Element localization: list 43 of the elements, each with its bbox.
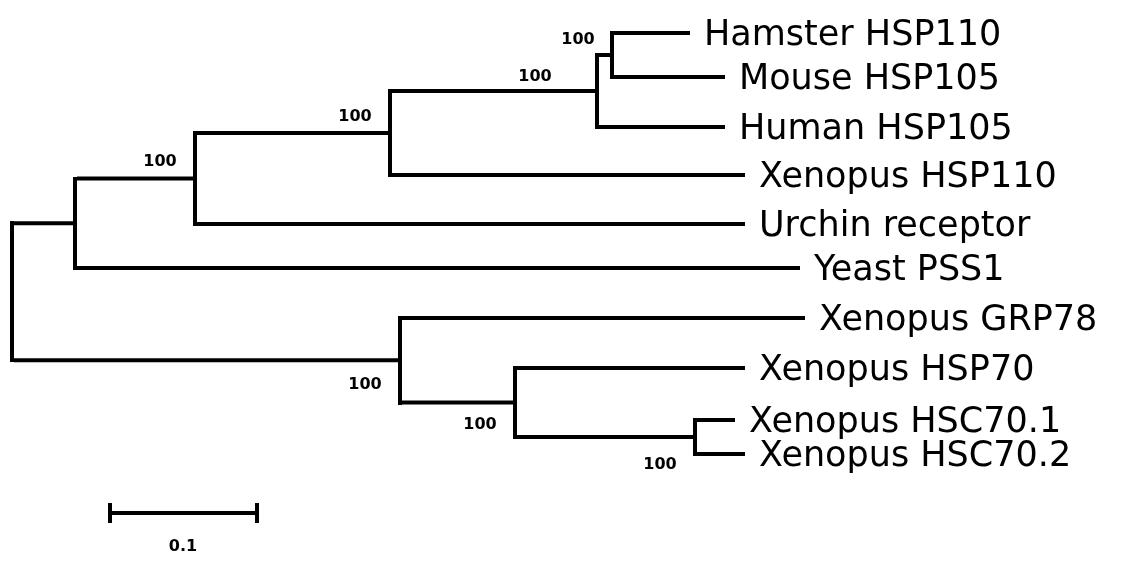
scale-label: 0.1 [168,535,198,555]
tree-branch [517,435,693,439]
tree-branch [614,75,725,79]
bootstrap-value: 100 [338,105,372,125]
branch-node [610,31,614,79]
branch-node [10,221,14,363]
tree-branch [14,221,73,226]
tree-branch [197,131,388,135]
branch-node [193,131,197,226]
taxon-label: Hamster HSP110 [690,11,1002,55]
tree-branch [197,222,745,226]
tree-branch [402,400,513,405]
taxon-label: Mouse HSP105 [725,55,1001,99]
tree-branch [614,31,690,35]
branch-node [388,89,392,177]
bootstrap-value: 100 [518,65,552,85]
bootstrap-value: 100 [143,150,177,170]
tree-branch [77,176,193,181]
taxon-label: Xenopus HSP110 [745,153,1057,197]
tree-branch [599,53,610,57]
taxon-label: Human HSP105 [725,105,1013,149]
tree-branch [392,89,595,93]
tree-branch [697,452,745,456]
tree-branch [517,366,745,370]
tree-branch [402,316,805,320]
branch-node [73,176,77,270]
tree-branch [599,125,725,129]
branch-node [513,366,517,439]
taxon-label: Urchin receptor [745,202,1031,246]
tree-branch [14,358,398,363]
bootstrap-value: 100 [463,413,497,433]
bootstrap-value: 100 [348,373,382,393]
tree-branch [392,173,745,177]
branch-node [595,53,599,129]
taxon-label: Yeast PSS1 [800,246,1005,290]
tree-branch [77,266,800,270]
taxon-label: Xenopus HSP70 [745,346,1035,390]
taxon-label: Xenopus GRP78 [805,296,1098,340]
bootstrap-value: 100 [561,28,595,48]
branch-node [398,316,402,405]
branch-node [693,418,697,456]
tree-branch [697,418,735,422]
bootstrap-value: 100 [643,453,677,473]
